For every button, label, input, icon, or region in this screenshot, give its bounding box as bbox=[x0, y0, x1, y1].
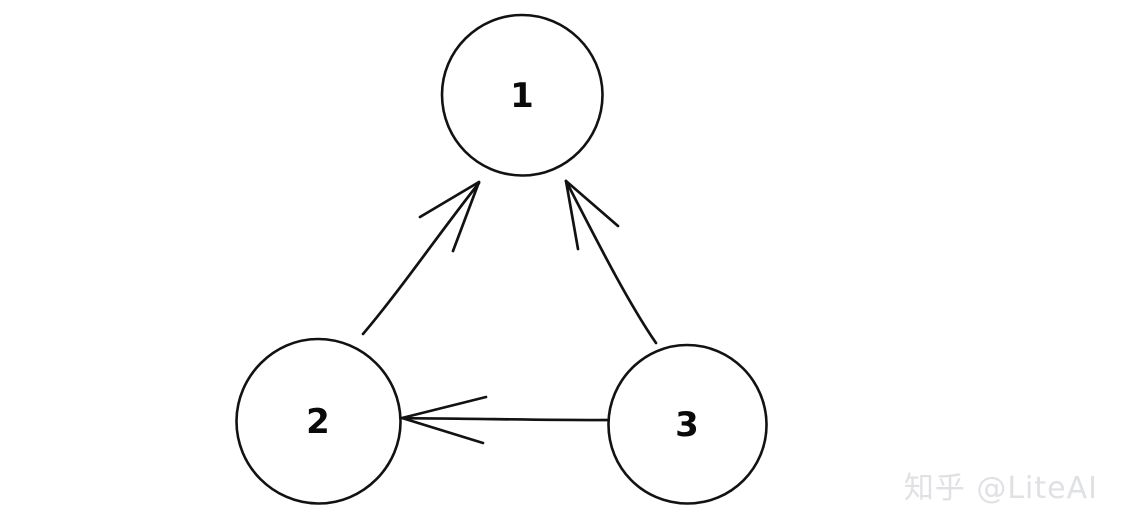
watermark: 知乎 @LiteAI bbox=[903, 471, 1098, 506]
edge-3-to-1-shaft bbox=[564, 179, 658, 345]
node-3-circle bbox=[607, 343, 768, 505]
edge-3-to-2-arrowhead bbox=[400, 395, 488, 445]
node-2[interactable]: 2 bbox=[235, 337, 402, 505]
edge-3-to-2-shaft bbox=[401, 416, 614, 422]
node-1-circle bbox=[440, 13, 604, 177]
edge-3-to-1[interactable] bbox=[564, 179, 658, 345]
node-1[interactable]: 1 bbox=[440, 13, 604, 177]
edge-2-to-1[interactable] bbox=[361, 180, 481, 336]
node-3[interactable]: 3 bbox=[607, 343, 768, 505]
node-2-label: 2 bbox=[306, 402, 330, 442]
edge-3-to-2[interactable] bbox=[400, 395, 614, 445]
node-2-circle bbox=[235, 337, 402, 505]
node-3-label: 3 bbox=[675, 405, 699, 445]
edge-2-to-1-arrowhead bbox=[418, 180, 481, 253]
edge-3-to-1-arrowhead bbox=[564, 179, 620, 251]
node-1-label: 1 bbox=[510, 76, 534, 116]
edge-2-to-1-shaft bbox=[361, 181, 481, 336]
